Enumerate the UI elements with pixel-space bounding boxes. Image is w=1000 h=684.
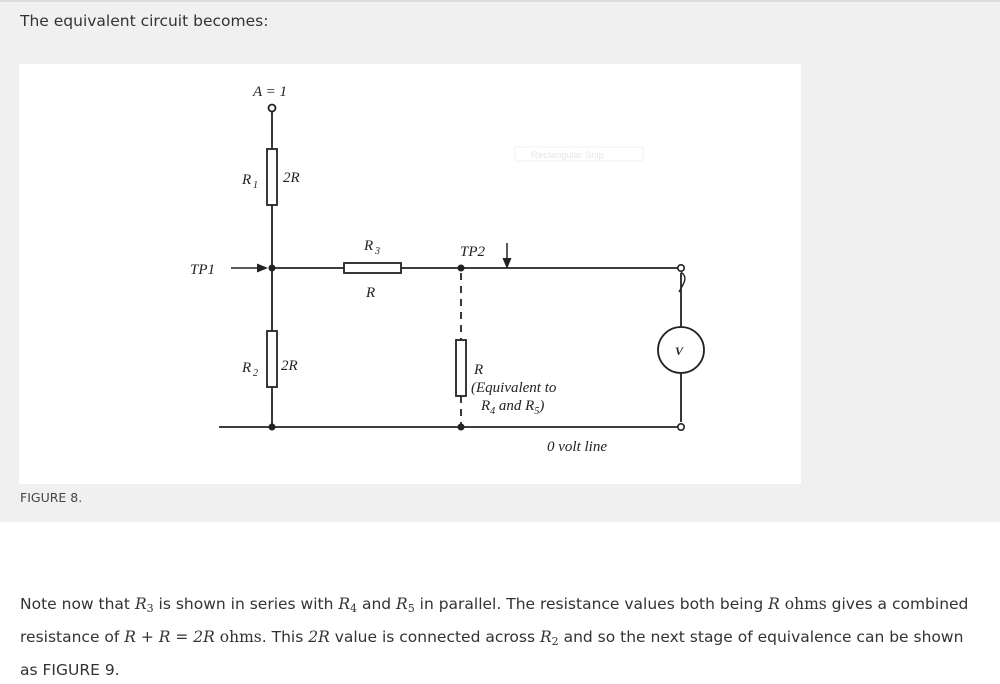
figure-panel: The equivalent circuit becomes:: [0, 2, 1000, 522]
text-run: Note now that: [20, 595, 135, 613]
r1-value: 2R: [283, 170, 300, 186]
math-r4: R4: [338, 595, 358, 615]
snip-overlay-box: [514, 146, 644, 162]
figure-caption: FIGURE 8.: [20, 490, 83, 505]
terminal-right-top: [676, 264, 685, 273]
resistor-r3: [343, 262, 402, 274]
r3-sub: 3: [374, 246, 380, 257]
top-divider: [0, 0, 1000, 2]
text-run: is shown in series with: [153, 595, 339, 613]
r3-value: R: [365, 285, 375, 301]
text-run: and so the next stage of equivalence can…: [20, 628, 964, 679]
resistor-r1: [266, 148, 278, 206]
input-label: A = 1: [252, 84, 287, 100]
math-r5: R5: [396, 595, 415, 615]
text-run: and: [357, 595, 397, 613]
text-run: gives a combined resistance of: [20, 595, 969, 646]
circuit-figure: Rectangular Snip A = 1 R 1 2R R 2 2R R 3…: [19, 64, 801, 484]
req-note-line2: R4 and R5): [480, 398, 544, 417]
math-expression: R + R = 2R: [124, 628, 215, 646]
r2-name: R: [241, 360, 251, 376]
math-2r: 2R: [308, 628, 330, 646]
text-run: in parallel. The resistance values both …: [414, 595, 769, 613]
resistor-r2: [266, 330, 278, 388]
math-ohms-2: ohms: [214, 628, 262, 646]
explanation-paragraph: Note now that R3 is shown in series with…: [20, 590, 970, 684]
tp1-label: TP1: [190, 262, 215, 278]
tp2-label: TP2: [460, 244, 486, 260]
snip-overlay-text: Rectangular Snip: [531, 150, 604, 161]
zero-volt-label: 0 volt line: [547, 439, 607, 455]
tp2-arrowhead: [502, 258, 512, 269]
text-run: . This: [261, 628, 309, 646]
voltmeter-lead: [678, 271, 686, 293]
r2-sub: 2: [253, 368, 258, 379]
r1-name: R: [241, 172, 251, 188]
r3-name: R: [363, 238, 373, 254]
r2-value: 2R: [281, 358, 298, 374]
node-tp2: [457, 264, 465, 272]
node-ground-mid: [457, 423, 465, 431]
text-run: value is connected across: [329, 628, 540, 646]
section-intro: The equivalent circuit becomes:: [20, 12, 269, 30]
math-r3: R3: [134, 595, 154, 615]
voltmeter-label: V: [675, 344, 684, 358]
math-r: R: [768, 595, 780, 613]
req-note-line1: (Equivalent to: [471, 380, 557, 396]
node-ground-left: [268, 423, 276, 431]
input-terminal: [267, 103, 277, 113]
math-ohms: ohms: [779, 595, 827, 613]
tp1-arrowhead: [257, 263, 268, 273]
r1-sub: 1: [253, 180, 258, 191]
math-r2: R2: [539, 628, 559, 648]
req-value: R: [473, 362, 483, 378]
circuit-diagram: Rectangular Snip A = 1 R 1 2R R 2 2R R 3…: [190, 84, 705, 455]
node-tp1: [268, 264, 276, 272]
resistor-equivalent: [455, 339, 467, 397]
terminal-right-bottom: [676, 422, 685, 431]
